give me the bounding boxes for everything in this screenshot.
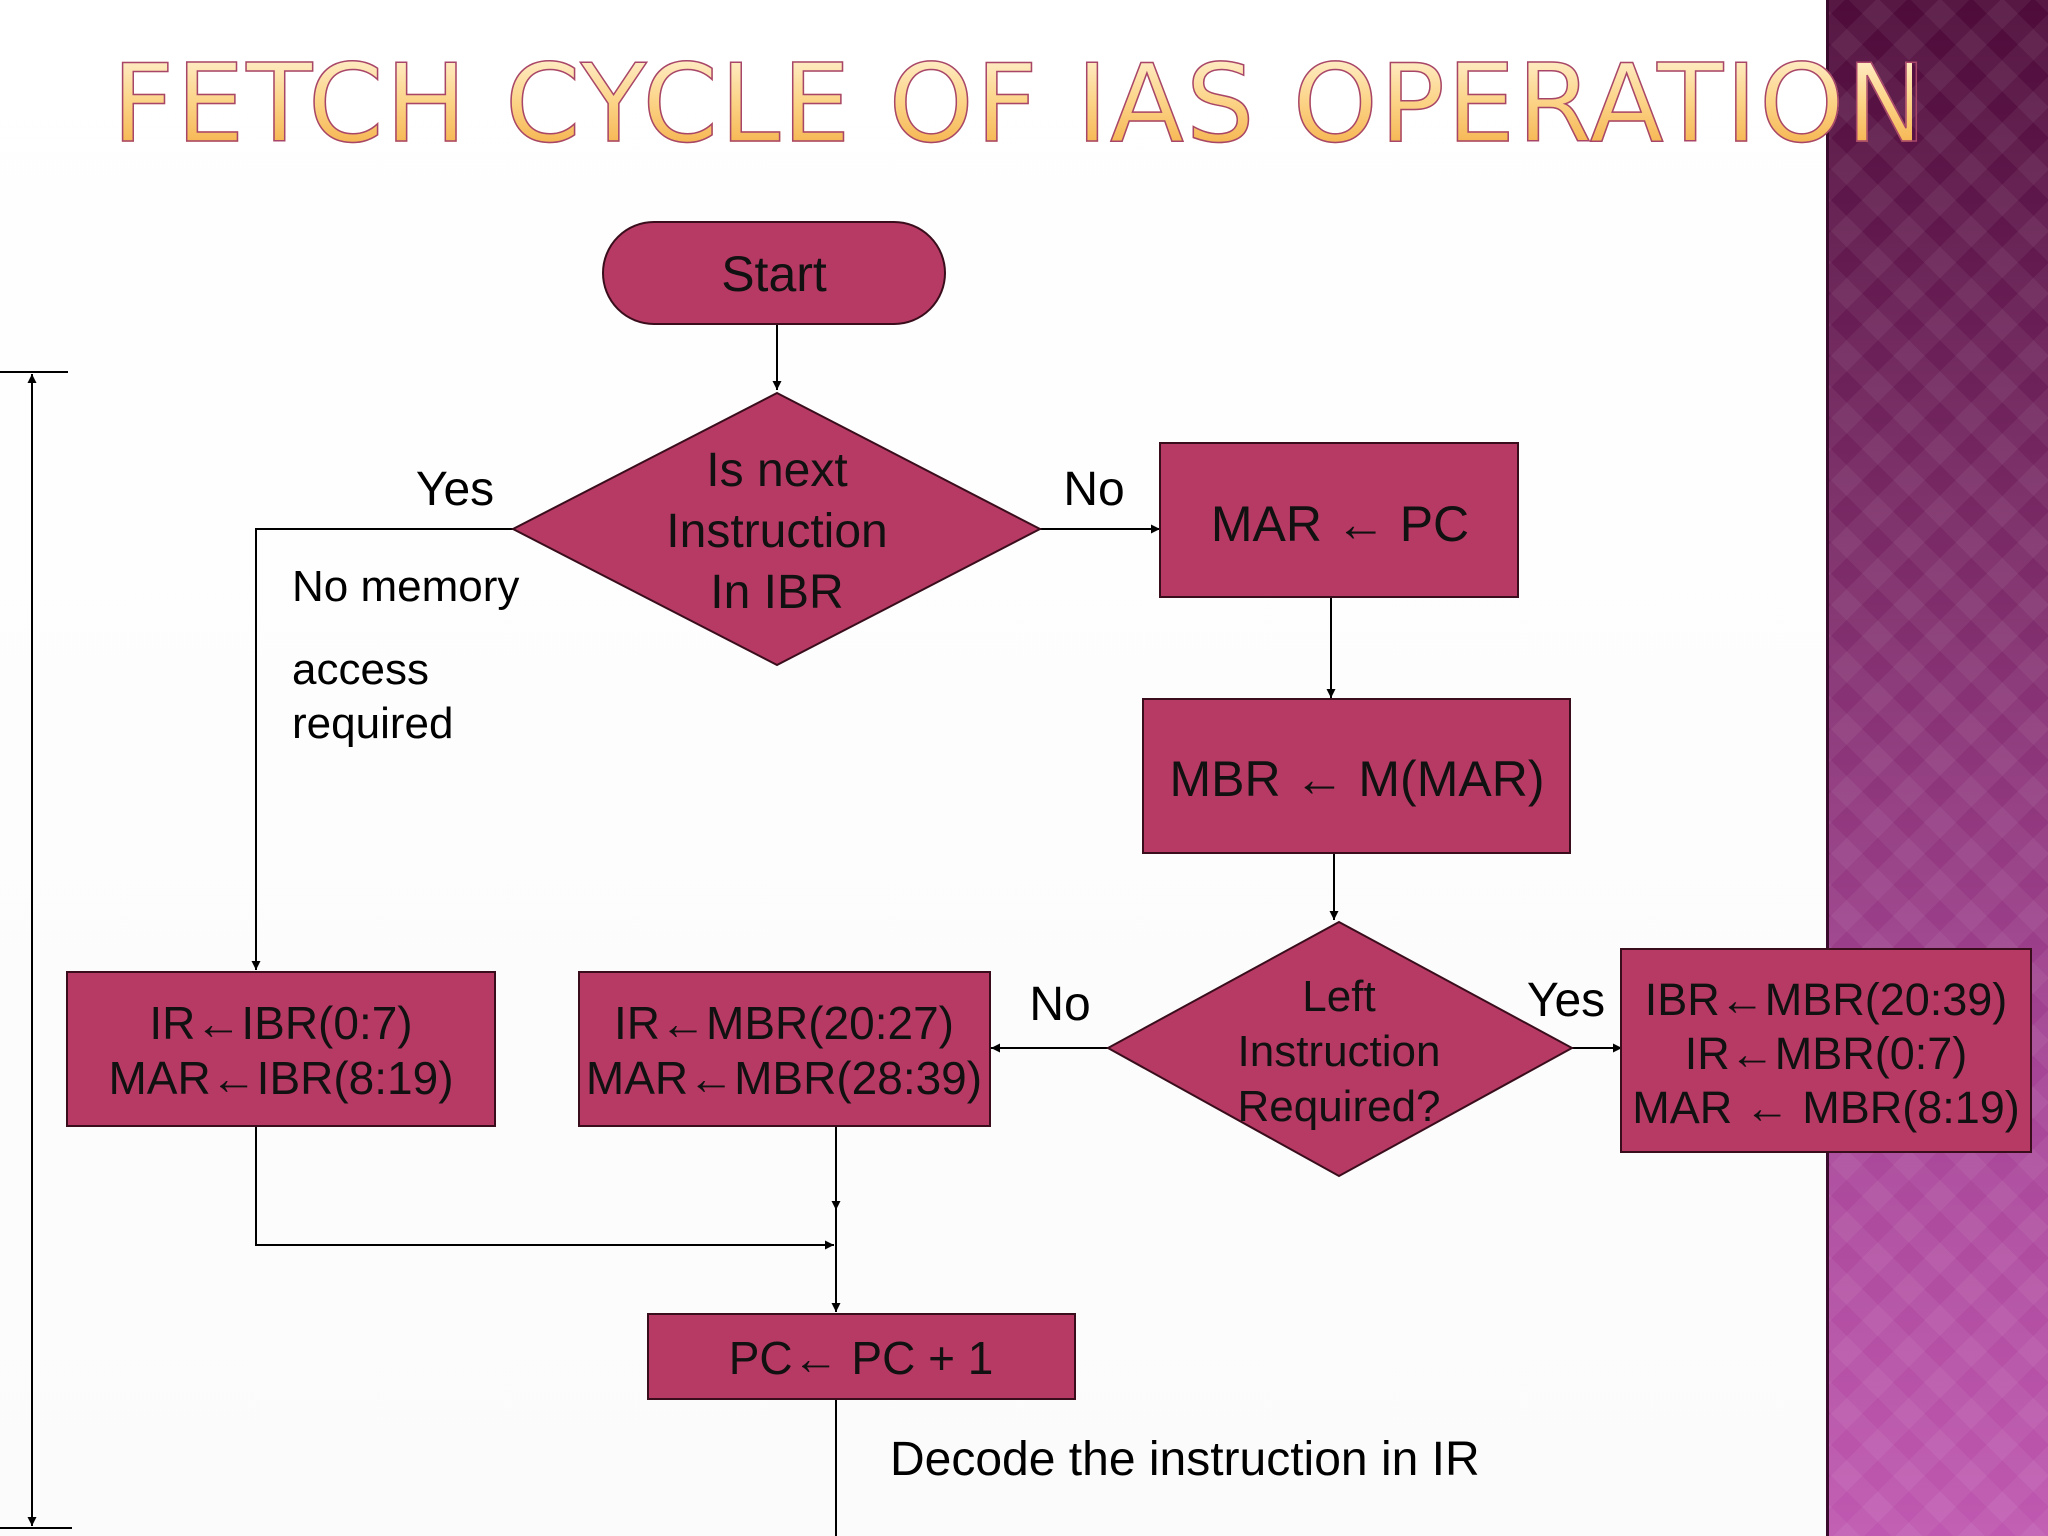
pc-increment-box	[647, 1313, 1076, 1400]
start-terminator	[602, 221, 946, 325]
ibr-transfer-box	[66, 971, 496, 1127]
decision-left-line-3: Required?	[1237, 1082, 1440, 1131]
note-line-2: access	[292, 645, 429, 694]
left-instruction-line-2: IR←MBR(0:7)	[1685, 1028, 1968, 1079]
yes-label-left: Yes	[1527, 974, 1605, 1027]
right-instruction-box	[578, 971, 991, 1127]
decision-ibr-line-3: In IBR	[710, 566, 843, 619]
left-instruction-line-1: IBR←MBR(20:39)	[1645, 974, 2008, 1025]
note-line-3: required	[292, 699, 453, 748]
yes-label-ibr: Yes	[416, 463, 494, 516]
ibr-transfer-line-2: MAR←IBR(8:19)	[108, 1052, 453, 1104]
decorative-side-panel	[1826, 0, 2048, 1536]
ibr-transfer-line-1: IR←IBR(0:7)	[149, 997, 412, 1049]
slide-title: FETCH CYCLE OF IAS OPERATION	[111, 42, 1929, 167]
decision-left-line-1: Left	[1302, 972, 1375, 1021]
pc-increment-label: PC← PC + 1	[729, 1332, 994, 1384]
no-label-ibr: No	[1063, 463, 1124, 516]
mbr-from-memory-label: MBR ← M(MAR)	[1170, 751, 1545, 807]
mar-from-pc-label: MAR ← PC	[1211, 496, 1469, 552]
mar-from-pc-box	[1159, 442, 1519, 598]
right-instruction-line-1: IR←MBR(20:27)	[614, 997, 954, 1049]
decode-caption: Decode the instruction in IR	[890, 1433, 1480, 1486]
note-line-1: No memory	[292, 562, 519, 611]
no-label-left: No	[1029, 978, 1090, 1031]
decision-ibr-line-2: Instruction	[666, 505, 887, 558]
decision-ibr-line-1: Is next	[706, 444, 847, 497]
mbr-from-memory-box	[1142, 698, 1571, 854]
ibr-to-merge-arrow	[255, 1127, 834, 1250]
left-instruction-box	[1620, 948, 2032, 1153]
right-instruction-line-2: MAR←MBR(28:39)	[586, 1052, 982, 1104]
decision-next-instruction-in-ibr	[510, 391, 1043, 667]
decision-left-line-2: Instruction	[1238, 1027, 1441, 1076]
decision-left-instruction-required	[1105, 920, 1575, 1178]
start-label: Start	[721, 246, 827, 302]
left-instruction-line-3: MAR ← MBR(8:19)	[1632, 1082, 2020, 1133]
yes-to-ibr-arrow	[251, 528, 513, 970]
